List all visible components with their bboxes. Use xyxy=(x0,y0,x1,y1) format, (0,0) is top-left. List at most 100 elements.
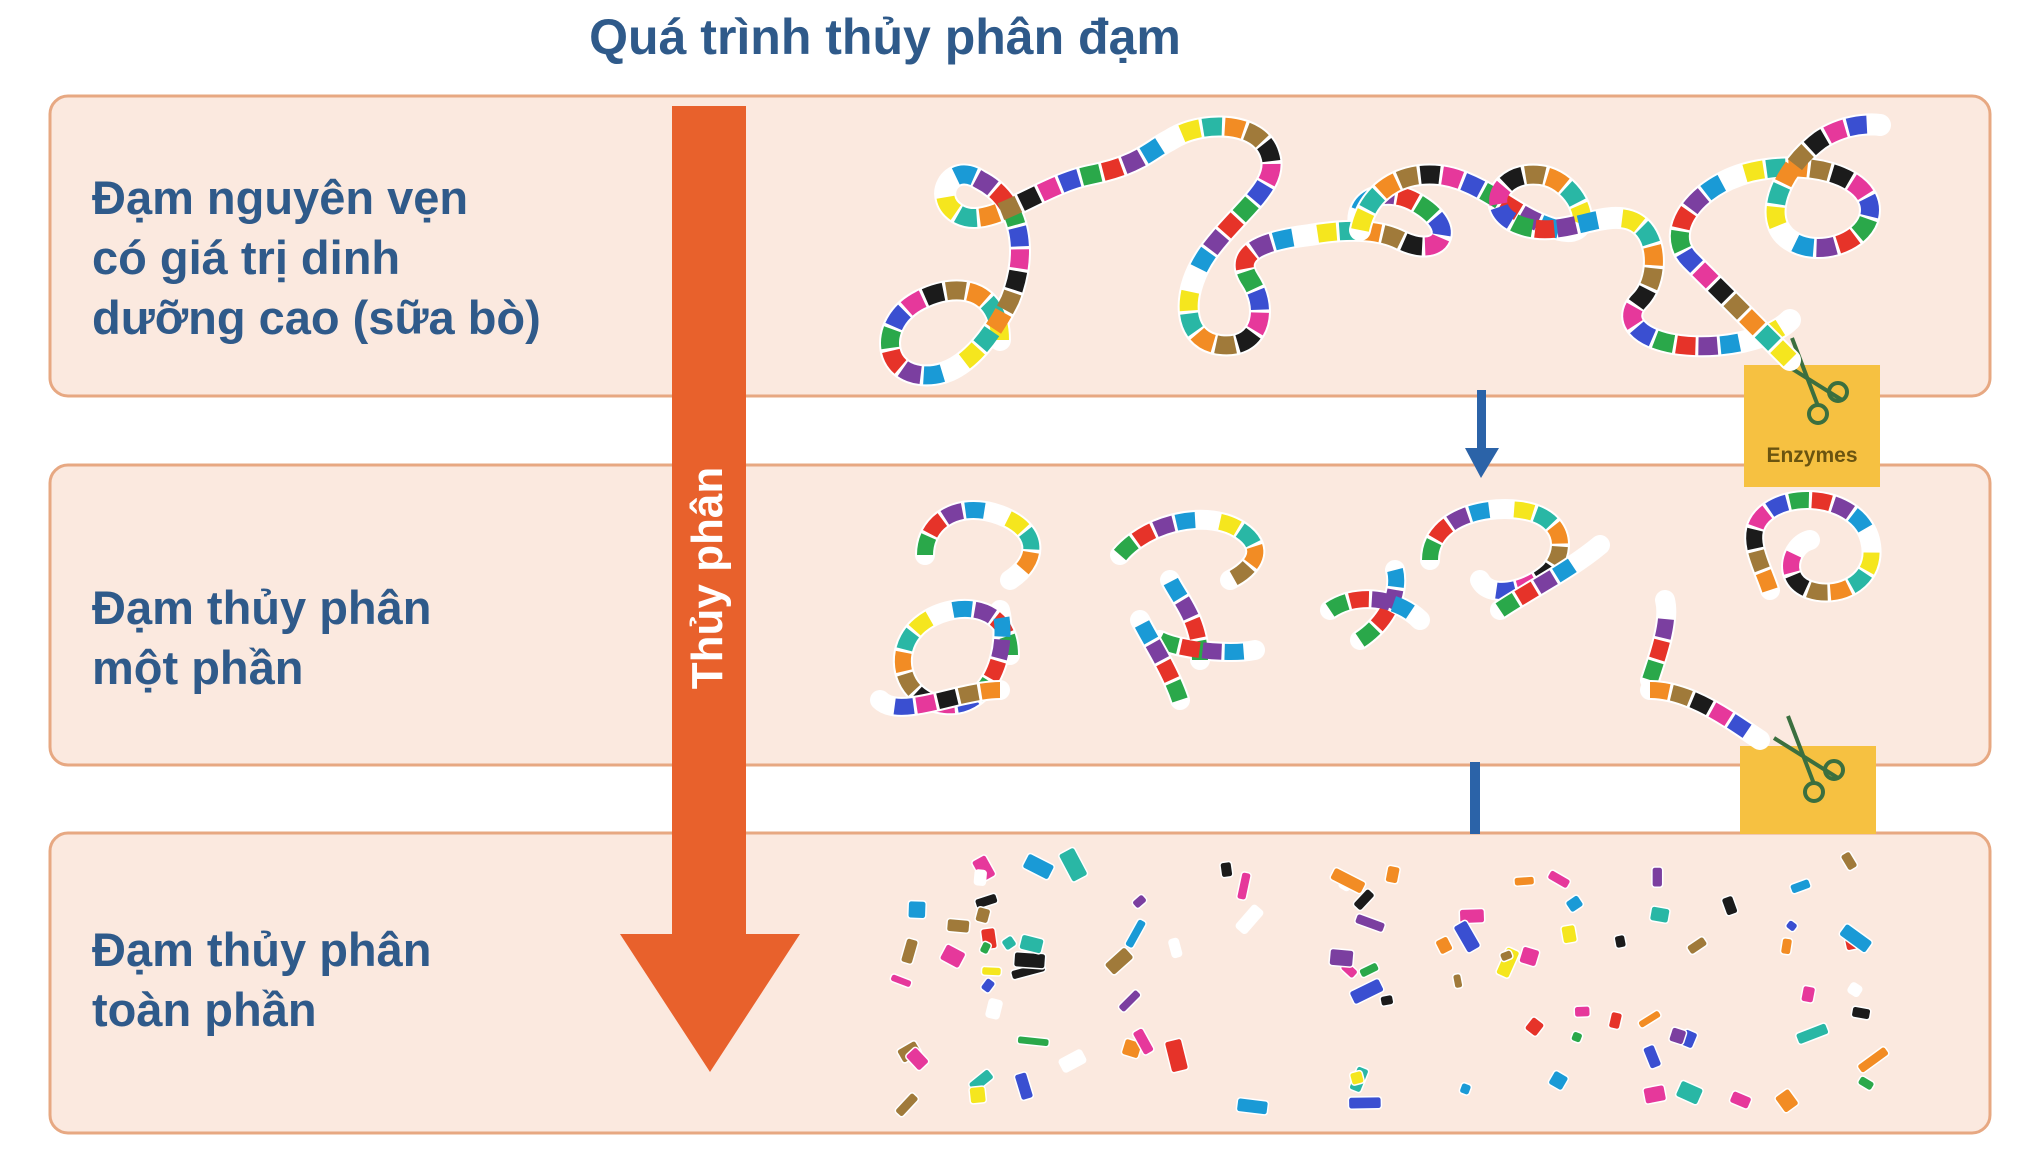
amino-acid-fragment xyxy=(1058,1049,1087,1073)
amino-acid-fragment xyxy=(1131,893,1148,910)
amino-acid-fragment xyxy=(968,1085,988,1105)
intact-chain-2-segment xyxy=(1351,165,1797,356)
amino-acid-fragment xyxy=(1795,1022,1830,1046)
amino-acid-fragment xyxy=(1124,918,1147,950)
amino-acid-fragment xyxy=(889,973,913,989)
scissors-icon xyxy=(1772,715,1845,803)
partial-chain-6-segment xyxy=(1325,568,1426,647)
amino-acid-fragment xyxy=(1235,904,1264,935)
amino-acid-fragment xyxy=(1857,1075,1876,1092)
amino-acid-fragment xyxy=(1458,1082,1473,1096)
partial-chain-12-segment xyxy=(874,682,1001,715)
amino-acid-fragment xyxy=(1329,866,1367,895)
partial-chain-11-segment xyxy=(1746,492,1880,601)
partial-chain-4-segment xyxy=(1156,576,1257,661)
amino-acid-fragment xyxy=(1379,993,1395,1007)
amino-acid-fragment xyxy=(1236,871,1252,901)
amino-acid-fragment xyxy=(1513,875,1536,887)
amino-acid-fragment xyxy=(1686,936,1708,956)
partial-chain-1-segment xyxy=(894,600,1018,714)
amino-acid-fragment xyxy=(1648,905,1671,925)
amino-acid-fragment xyxy=(1573,1005,1592,1019)
intact-chain-3-segment xyxy=(1670,115,1882,367)
amino-acid-fragments xyxy=(889,846,1890,1118)
amino-acid-fragment xyxy=(1800,984,1817,1004)
label-full-hydrolysis: Đạm thủy phân toàn phần xyxy=(92,923,432,1036)
amino-acid-fragment xyxy=(1779,937,1794,956)
hydrolysis-arrow-head xyxy=(620,934,800,1072)
peptide-chains xyxy=(870,113,1891,750)
partial-chain-7-segment xyxy=(1422,501,1568,599)
amino-acid-fragment xyxy=(1013,1071,1035,1102)
amino-acid-fragment xyxy=(1651,866,1664,889)
amino-acid-fragment xyxy=(1838,923,1873,954)
amino-acid-fragment xyxy=(980,977,996,994)
label-partial-hydrolysis: Đạm thủy phân một phần xyxy=(92,581,432,694)
amino-acid-fragment xyxy=(1642,1083,1668,1105)
amino-acid-fragment xyxy=(1856,1046,1890,1074)
intact-chain-3-segment xyxy=(1670,115,1882,367)
partial-chain-9-segment xyxy=(1642,598,1675,683)
amino-acid-fragment xyxy=(1789,878,1812,895)
amino-acid-fragment xyxy=(1117,989,1142,1013)
amino-acid-fragment xyxy=(1012,950,1047,970)
amino-acid-fragment xyxy=(1839,850,1859,872)
amino-acid-fragment xyxy=(1784,919,1799,933)
amino-acid-fragment xyxy=(894,1092,920,1118)
partial-chain-2-segment xyxy=(917,502,1040,587)
amino-acid-fragment xyxy=(985,998,1003,1020)
amino-acid-fragment xyxy=(1131,1027,1155,1056)
partial-chain-10-segment xyxy=(1649,682,1765,747)
amino-acid-fragment xyxy=(1451,972,1464,990)
amino-acid-fragment xyxy=(1000,934,1018,952)
partial-chain-11-segment xyxy=(1746,492,1880,601)
amino-acid-fragment xyxy=(974,906,992,925)
label-intact-protein: Đạm nguyên vẹn có giá trị dinh dưỡng cao… xyxy=(92,171,541,344)
enzyme-label: Enzymes xyxy=(1766,444,1858,467)
partial-chain-2-segment xyxy=(917,502,1040,587)
hydrolysis-arrow-shaft xyxy=(672,106,746,936)
amino-acid-fragment xyxy=(1384,864,1401,885)
amino-acid-fragment xyxy=(980,965,1003,977)
partial-chain-2-segment xyxy=(917,502,1040,587)
partial-chain-3-segment xyxy=(1113,511,1264,588)
amino-acid-fragment xyxy=(1560,923,1579,945)
intact-chain-1-segment xyxy=(881,117,1451,385)
amino-acid-fragment xyxy=(900,937,919,966)
amino-acid-fragment xyxy=(1358,961,1380,979)
amino-acid-fragment xyxy=(1348,1069,1365,1086)
partial-chain-10-segment xyxy=(1649,682,1765,747)
step-arrow-2 xyxy=(1470,762,1480,834)
amino-acid-fragment xyxy=(1546,869,1572,890)
amino-acid-fragment xyxy=(1452,919,1482,954)
amino-acid-fragment xyxy=(939,943,967,970)
amino-acid-fragment xyxy=(1235,1097,1270,1116)
amino-acid-fragment xyxy=(973,892,999,910)
amino-acid-fragment xyxy=(1674,1079,1704,1106)
amino-acid-fragment xyxy=(973,869,987,886)
amino-acid-fragment xyxy=(1328,947,1355,968)
partial-chain-1-segment xyxy=(894,600,1018,714)
amino-acid-fragment xyxy=(1348,977,1385,1006)
amino-acid-fragment xyxy=(1168,937,1183,959)
amino-acid-fragment xyxy=(1613,933,1628,950)
intact-chain-1-segment xyxy=(881,117,1451,385)
amino-acid-fragment xyxy=(1637,1009,1662,1029)
amino-acid-fragment xyxy=(1058,846,1089,883)
amino-acid-fragment xyxy=(1774,1088,1800,1114)
partial-chain-8-segment xyxy=(1495,538,1606,617)
amino-acid-fragment xyxy=(1850,1005,1872,1021)
amino-acid-fragment xyxy=(1642,1043,1663,1070)
partial-chain-12-segment xyxy=(874,682,1001,715)
step-arrow-1 xyxy=(1465,390,1499,478)
amino-acid-fragment xyxy=(1352,888,1376,912)
partial-chain-5-segment xyxy=(1132,616,1188,703)
amino-acid-fragment xyxy=(1564,894,1585,914)
amino-acid-fragment xyxy=(1607,1010,1624,1031)
amino-acid-fragment xyxy=(1354,913,1387,934)
intact-chain-2-segment xyxy=(1351,165,1797,356)
partial-chain-11-segment xyxy=(1746,492,1880,601)
amino-acid-fragment xyxy=(1720,894,1739,917)
partial-chain-5-segment xyxy=(1132,616,1188,703)
